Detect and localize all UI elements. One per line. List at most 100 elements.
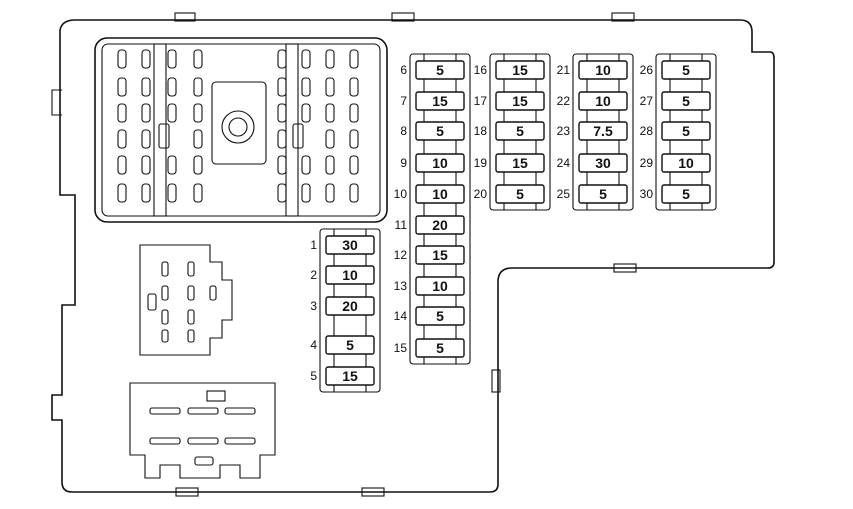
fuse-body: [415, 153, 465, 173]
fuse-amperage: 5: [436, 123, 444, 139]
fuse-number: 18: [474, 124, 488, 138]
fuse-amperage: 10: [432, 186, 448, 202]
fuse-number: 3: [310, 299, 317, 313]
fuse-4[interactable]: 54: [310, 335, 375, 355]
fuse-amperage: 10: [432, 278, 448, 294]
fuse-amperage: 10: [678, 155, 694, 171]
fuse-body: [661, 184, 711, 204]
fuse-amperage: 5: [436, 308, 444, 324]
fuse-6[interactable]: 56: [400, 60, 465, 80]
fuse-body: [415, 91, 465, 111]
relay-socket: [139, 244, 233, 356]
fuse-number: 2: [310, 268, 317, 282]
fuse-30[interactable]: 5 30: [640, 184, 711, 204]
fuse-number: 22: [557, 94, 571, 108]
fuse-number: 21: [557, 63, 571, 77]
fuse-7[interactable]: 15 7: [400, 91, 465, 111]
fuse-20[interactable]: 520: [474, 184, 545, 204]
fuse-body: [578, 153, 628, 173]
fuse-number: 13: [394, 279, 408, 293]
fuse-15[interactable]: 5 15: [394, 338, 465, 358]
fuse-number: 4: [310, 338, 317, 352]
fuse-number: 23: [557, 124, 571, 138]
fuse-number: 11: [395, 218, 408, 232]
fuse-3[interactable]: 203: [310, 296, 375, 316]
fuse-amperage: 10: [595, 93, 611, 109]
fuse-number: 19: [474, 156, 488, 170]
fuse-body: [495, 153, 545, 173]
fuse-1[interactable]: 301: [310, 235, 375, 255]
fuse-body: [661, 91, 711, 111]
fuse-amperage: 5: [682, 186, 690, 202]
fuse-number: 25: [557, 187, 571, 201]
fuse-amperage: 30: [595, 155, 611, 171]
fuse-amperage: 20: [432, 217, 448, 233]
main-connector: [94, 37, 388, 223]
fuse-26[interactable]: 526: [640, 60, 711, 80]
fuse-8[interactable]: 58: [400, 121, 465, 141]
fuse-body: [578, 91, 628, 111]
fuse-number: 30: [640, 187, 654, 201]
fuse-amperage: 5: [516, 123, 524, 139]
fuse-9[interactable]: 109: [400, 153, 465, 173]
fuse-23[interactable]: 7.5 23: [557, 121, 628, 141]
fuse-body: [578, 184, 628, 204]
fuse-2[interactable]: 10 2: [310, 265, 375, 285]
fuse-body: [415, 215, 465, 235]
fuse-number: 17: [474, 94, 488, 108]
fuse-body: [578, 60, 628, 80]
fuse-18[interactable]: 5 18: [474, 121, 545, 141]
fuse-number: 8: [400, 124, 407, 138]
fuse-amperage: 5: [436, 62, 444, 78]
fuse-27[interactable]: 527: [640, 91, 711, 111]
fuse-amperage: 10: [432, 155, 448, 171]
fuse-amperage: 10: [342, 267, 358, 283]
fuse-amperage: 15: [432, 93, 448, 109]
lower-connector: [129, 382, 276, 479]
fuse-14[interactable]: 5 14: [394, 306, 465, 326]
fuse-number: 1: [310, 238, 317, 252]
fuse-amperage: 15: [512, 62, 528, 78]
fuse-body: [495, 121, 545, 141]
fuse-22[interactable]: 10 22: [557, 91, 628, 111]
fuse-body: [415, 338, 465, 358]
fuse-amperage: 10: [595, 62, 611, 78]
fuse-number: 15: [394, 341, 408, 355]
fuse-25[interactable]: 525: [557, 184, 628, 204]
fuse-body: [325, 235, 375, 255]
fuse-number: 14: [394, 309, 408, 323]
fuse-amperage: 7.5: [593, 123, 613, 139]
fuse-body: [661, 60, 711, 80]
fuse-body: [415, 60, 465, 80]
fuse-21[interactable]: 10 21: [557, 60, 628, 80]
fuse-body: [495, 91, 545, 111]
fuse-amperage: 15: [342, 368, 358, 384]
fuse-amperage: 5: [516, 186, 524, 202]
fuse-block-3: [489, 53, 551, 211]
fuse-body: [325, 366, 375, 386]
fuse-block-5: [655, 53, 717, 211]
fuse-number: 7: [400, 94, 407, 108]
fuse-13[interactable]: 10 13: [394, 276, 465, 296]
fuse-number: 6: [400, 63, 407, 77]
fuse-body: [325, 335, 375, 355]
fuse-amperage: 5: [682, 123, 690, 139]
fuse-amperage: 5: [682, 62, 690, 78]
fuse-28[interactable]: 528: [640, 121, 711, 141]
fuse-amperage: 5: [346, 337, 354, 353]
fuse-amperage: 5: [436, 340, 444, 356]
fuse-5[interactable]: 155: [310, 366, 375, 386]
fuse-body: [415, 276, 465, 296]
fuse-body: [661, 121, 711, 141]
fuse-amperage: 5: [682, 93, 690, 109]
